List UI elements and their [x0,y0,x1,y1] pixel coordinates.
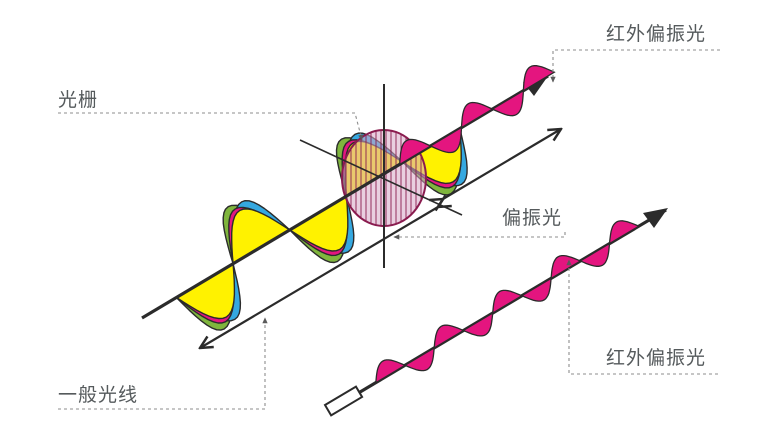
ir-beam-arrowhead [643,208,668,228]
polarized-wave-lobe [460,101,494,129]
ir-wave-lobe [608,220,641,245]
label-polarized-light: 偏振光 [502,207,563,229]
polarized-wave-lobe [522,65,556,92]
leader-polarized [393,232,566,240]
leader-grating [58,112,364,141]
light-source-block [323,385,364,417]
polarized-wave-lobe [491,89,525,117]
ir-wave-lobe [491,289,524,315]
label-ordinary-light: 一般光线 [58,384,139,406]
ir-wave-lobe [550,254,582,280]
polarized-wave-top [398,65,556,166]
ir-wave-lobe [403,346,435,372]
leader-ir-top [550,49,720,83]
ordinary-light-span-arrow [200,207,438,348]
label-ir-polarized-top: 红外偏振光 [606,23,707,45]
label-ir-polarized-bottom: 红外偏振光 [606,347,707,369]
ir-polarized-wave [375,220,641,384]
ir-wave-lobe [578,242,611,267]
ir-wave-lobe [520,277,552,302]
label-grating: 光栅 [58,89,99,111]
leader-ir-bottom [566,259,718,375]
leader-ordinary [58,317,268,410]
ir-wave-lobe [461,311,494,337]
polarized-wave-lobe [429,126,463,154]
polarized-wave-lobe [398,138,432,166]
polarized-light-span-arrow [443,129,561,199]
ir-wave-lobe [433,324,465,350]
ir-wave-lobe [375,359,407,384]
